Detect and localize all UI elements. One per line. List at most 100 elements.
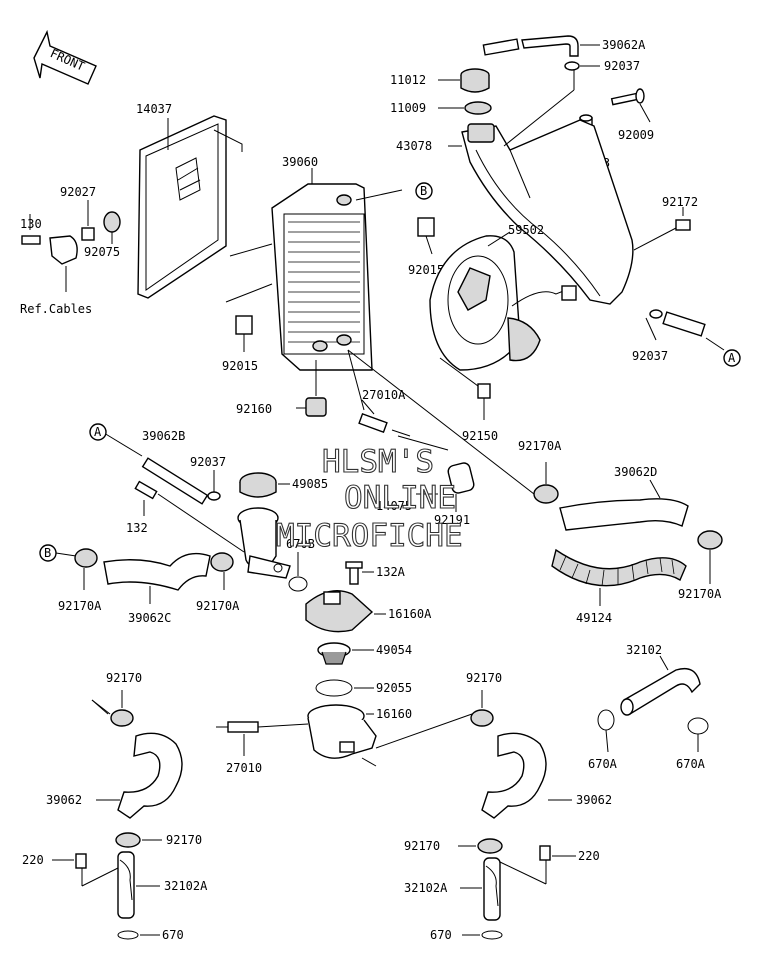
corrugated-hose: [551, 548, 687, 606]
oring-670A-left: [597, 709, 615, 753]
bolt-132A: [345, 561, 374, 585]
part-14075: 14075: [376, 499, 412, 513]
oring-670A-right: [687, 717, 709, 752]
part-92170-lower-right: 92170: [404, 839, 440, 853]
part-16160: 16160: [376, 707, 412, 721]
hose-39062D: [559, 479, 689, 531]
pipe-32102: [620, 655, 701, 716]
bolt-220-right: [499, 845, 576, 885]
reservoir-hose: [482, 35, 600, 57]
oring-92055: [315, 679, 374, 697]
part-49054: 49054: [376, 643, 412, 657]
part-92075: 92075: [84, 245, 120, 259]
clip-top: [564, 61, 600, 71]
part-14037: 14037: [136, 102, 172, 116]
part-220-left: 220: [22, 853, 44, 867]
svg-text:B: B: [420, 184, 427, 198]
clip-middle: [207, 470, 221, 501]
bolt-92009: [610, 88, 651, 123]
clamp-92170-lower-right: [458, 838, 503, 854]
clamp-92170-lower-left: [115, 832, 162, 848]
part-32102A-left: 32102A: [164, 879, 208, 893]
watermark-line3: MICROFICHE: [276, 518, 463, 554]
part-132: 132: [126, 521, 148, 535]
temp-sensor: [216, 721, 309, 756]
part-670-right: 670: [430, 928, 452, 942]
part-92009: 92009: [618, 128, 654, 142]
part-670-left: 670: [162, 928, 184, 942]
nut-clip-lower: [235, 315, 253, 352]
watermark: HLSM'S ONLINE MICROFICHE: [275, 443, 463, 554]
clamp-92170-left: [91, 690, 134, 727]
part-39062D: 39062D: [614, 465, 657, 479]
part-27010: 27010: [226, 761, 262, 775]
part-92037-middle: 92037: [190, 455, 226, 469]
part-49085: 49085: [292, 477, 328, 491]
grommet-92075: [103, 211, 121, 244]
svg-text:B: B: [44, 546, 51, 560]
part-92170A-top: 92170A: [518, 439, 562, 453]
bolt-92172: [633, 207, 691, 251]
thermostat-cover: [305, 590, 386, 633]
clamp-right: [697, 530, 723, 584]
cap-seal: [438, 101, 492, 115]
svg-text:A: A: [728, 351, 736, 365]
radiator-screen: [137, 115, 243, 299]
hose-39062-left: [96, 732, 183, 819]
hose-39062C: [103, 552, 211, 604]
callout-a-right: A: [723, 349, 741, 367]
fan-switch: [347, 349, 411, 437]
bolt-132: [134, 480, 245, 553]
part-92170A-right: 92170A: [678, 587, 722, 601]
reservoir-tank: [448, 70, 634, 305]
part-92027: 92027: [60, 185, 96, 199]
oring-670B: [288, 552, 308, 592]
part-92150: 92150: [462, 429, 498, 443]
oring-670-left: [117, 930, 160, 940]
bolt-92150: [439, 357, 491, 420]
part-92170A-mid: 92170A: [196, 599, 240, 613]
svg-text:A: A: [94, 425, 102, 439]
pipe-32102A-right: [460, 857, 501, 921]
part-27010A: 27010A: [362, 388, 406, 402]
part-39062-right: 39062: [576, 793, 612, 807]
radiator: [225, 168, 403, 371]
part-92191: 92191: [434, 513, 470, 527]
part-670B: 670B: [286, 537, 315, 551]
part-92055: 92055: [376, 681, 412, 695]
part-670A-left: 670A: [588, 757, 618, 771]
part-132A: 132A: [376, 565, 406, 579]
part-220-right: 220: [578, 849, 600, 863]
radiator-cap: [239, 472, 290, 498]
fan-switch-cover: [397, 435, 475, 512]
bolt-130: [21, 214, 41, 245]
part-39062B: 39062B: [142, 429, 185, 443]
reservoir-outlet-hose: [645, 309, 725, 351]
part-92037-right: 92037: [632, 349, 668, 363]
reservoir-cap: [438, 68, 490, 93]
part-670A-right: 670A: [676, 757, 706, 771]
part-92015-lower: 92015: [222, 359, 258, 373]
part-92037-top: 92037: [604, 59, 640, 73]
part-92170-left: 92170: [106, 671, 142, 685]
part-32102A-right: 32102A: [404, 881, 448, 895]
part-92170-lower-left: 92170: [166, 833, 202, 847]
part-32102: 32102: [626, 643, 662, 657]
part-59502: 59502: [508, 223, 544, 237]
thermostat-housing: [307, 704, 473, 767]
pipe-32102A-left: [117, 851, 160, 919]
part-43078: 43078: [396, 139, 432, 153]
part-92160: 92160: [236, 402, 272, 416]
clamp-92170-right: [470, 690, 494, 727]
part-130: 130: [20, 217, 42, 231]
part-92170A-left: 92170A: [58, 599, 102, 613]
part-39062-left: 39062: [46, 793, 82, 807]
filler-neck: [237, 507, 291, 579]
ref-cables: Ref.Cables: [20, 302, 92, 316]
part-92015-upper: 92015: [408, 263, 444, 277]
oring-670-right: [462, 930, 503, 940]
clamp-mid: [210, 552, 234, 590]
collar-92027: [81, 200, 95, 241]
